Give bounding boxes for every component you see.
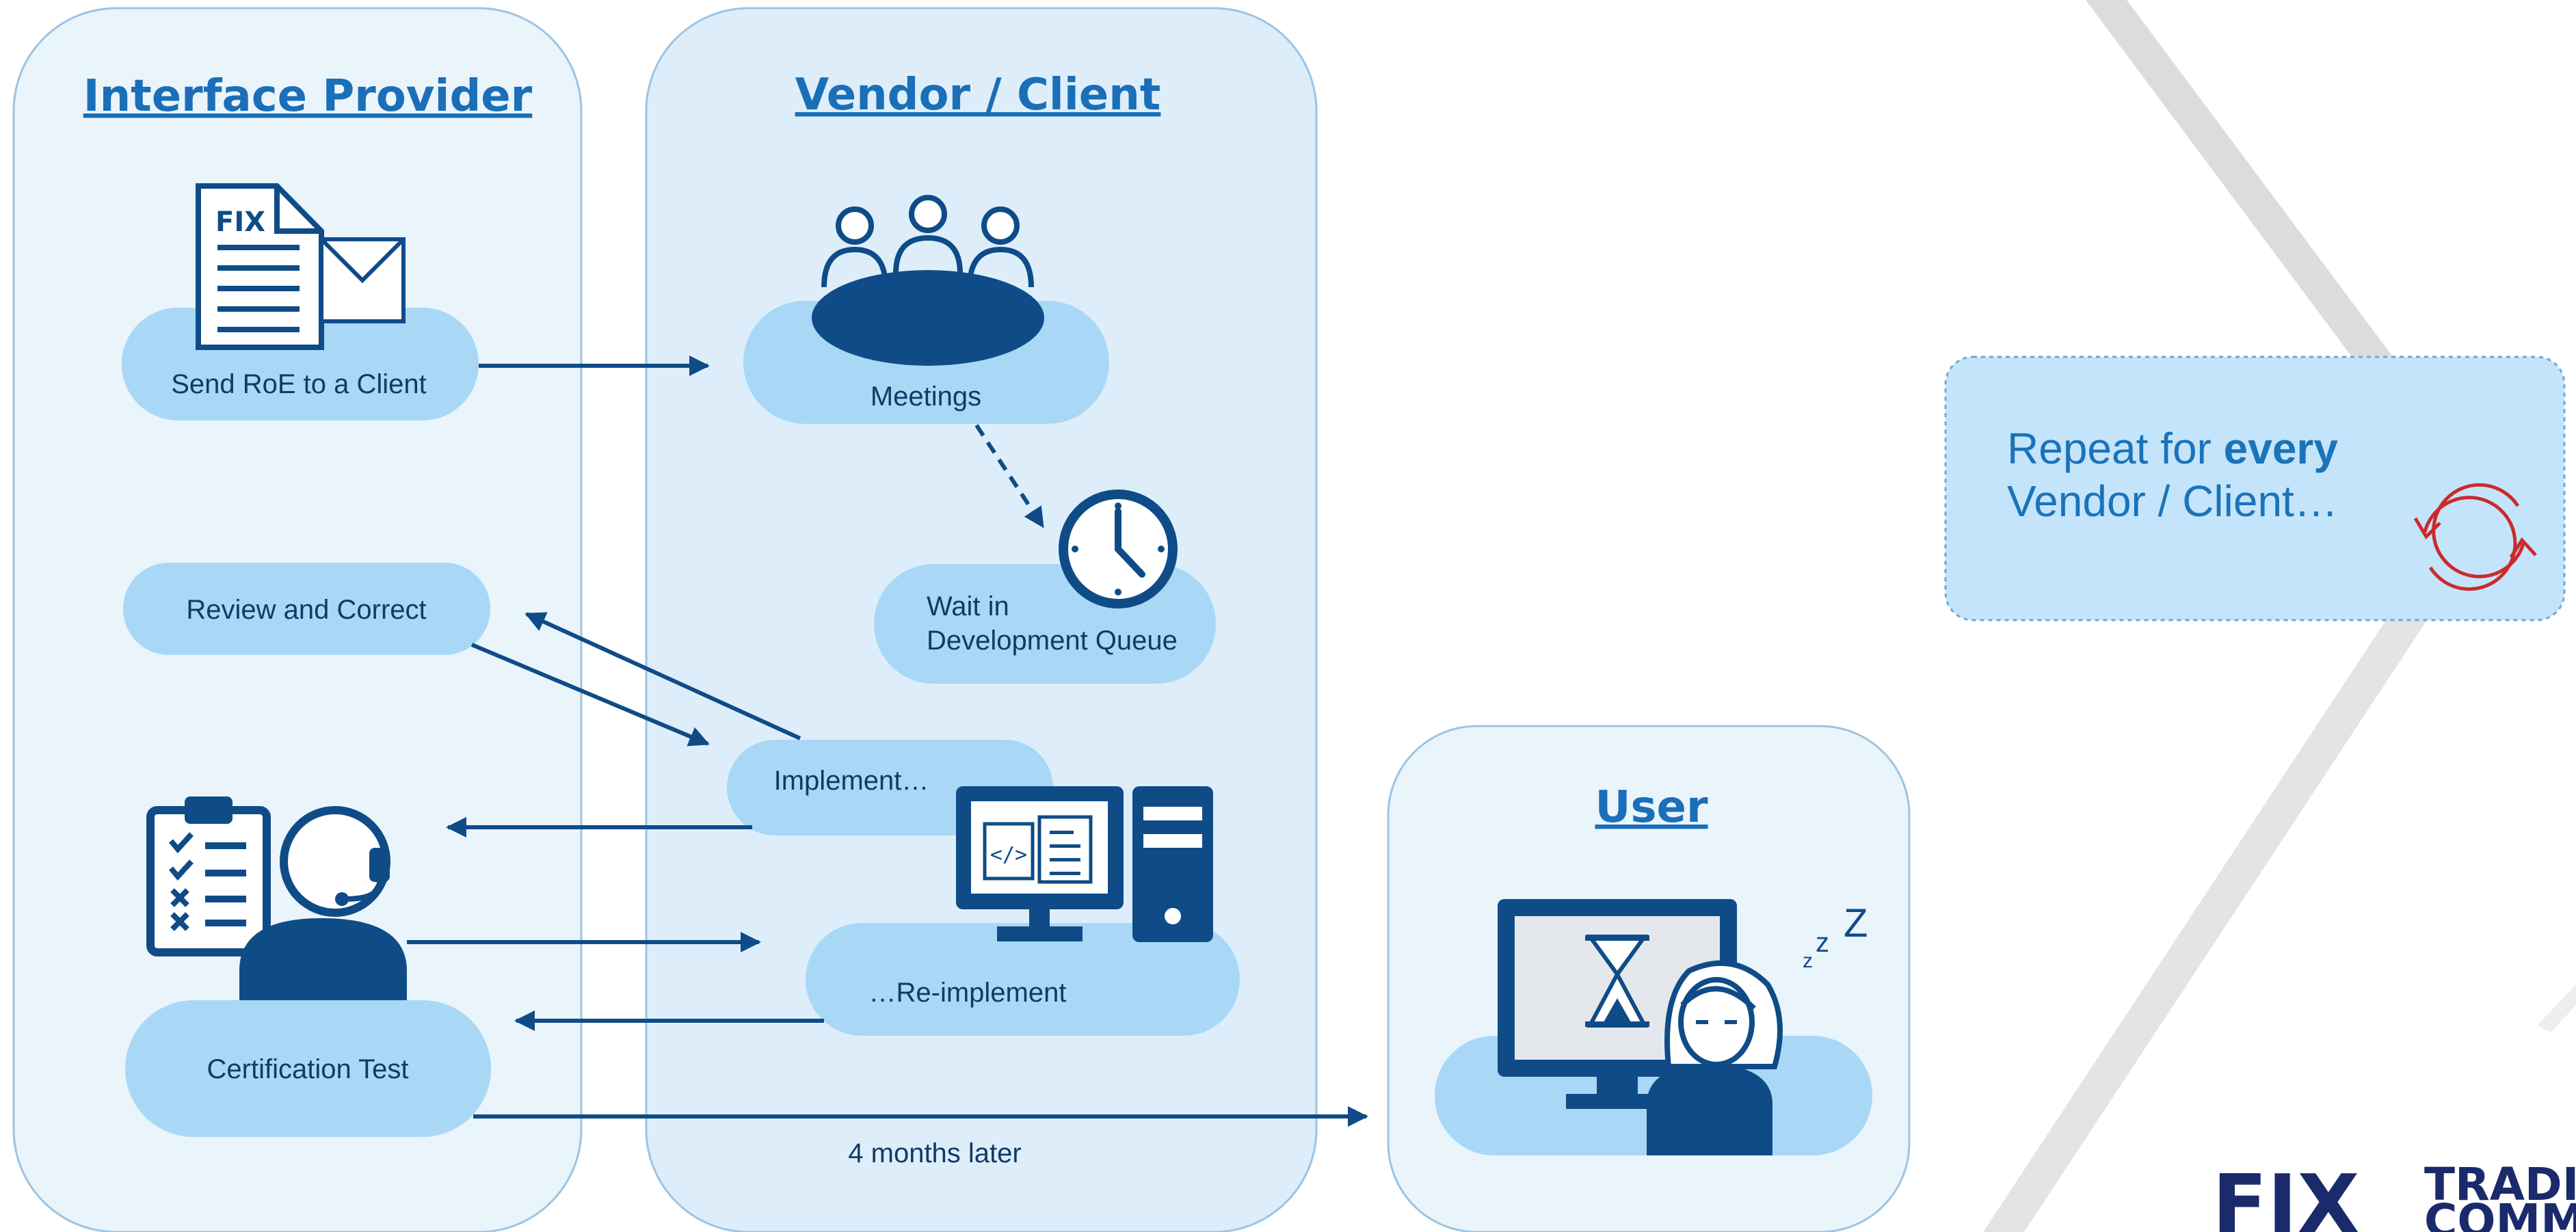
step-send-roe-label: Send RoE to a Client [171, 369, 427, 399]
step-reimplement [806, 923, 1240, 1036]
background-diagonal-bands [1983, 0, 2576, 1232]
svg-text:</>: </> [990, 843, 1027, 867]
checklist-headset-icon [146, 796, 407, 1000]
sleep-z-large: Z [1844, 901, 1868, 946]
lane-title-interface-provider: Interface Provider [83, 71, 533, 122]
repeat-note [1944, 356, 2566, 621]
fix-trading-community-logo: FIX TRADING COMMUNITY [2212, 1157, 2576, 1232]
refresh-icon [2413, 483, 2537, 591]
sleep-z-small: z [1803, 950, 1813, 972]
logo-mark: FIX [2212, 1157, 2360, 1232]
step-certification-test [125, 1000, 491, 1137]
repeat-note-emphasis: every [2224, 424, 2339, 473]
sleeping-person-icon [1647, 960, 1783, 1155]
fix-badge: FIX [215, 206, 265, 238]
sleep-z-medium: z [1816, 928, 1829, 958]
step-certification-test-label: Certification Test [207, 1054, 409, 1084]
step-implement-label: Implement… [774, 766, 929, 796]
arrow-implement-to-review [525, 612, 801, 740]
step-review-correct [123, 563, 490, 655]
step-reimplement-label: …Re-implement [869, 978, 1067, 1008]
delay-label: 4 months later [848, 1138, 1021, 1168]
computer-code-icon: </> [956, 786, 1213, 942]
fix-document-icon: FIX [196, 183, 324, 350]
step-wait-queue-label-line1: Wait in [927, 591, 1009, 621]
step-meetings-label: Meetings [871, 381, 981, 412]
lane-title-user: User [1595, 782, 1708, 833]
repeat-note-line2: Vendor / Client… [2007, 477, 2338, 526]
envelope-icon [319, 237, 406, 323]
step-wait-queue-label-line2: Development Queue [927, 626, 1178, 656]
logo-line1: TRADING [2424, 1158, 2576, 1211]
arrow-review-to-implement [470, 643, 710, 747]
step-review-correct-label: Review and Correct [186, 595, 426, 625]
logo-line2: COMMUNITY [2424, 1194, 2576, 1232]
meeting-people-icon [812, 195, 1044, 366]
clock-icon [1059, 490, 1178, 608]
lane-title-vendor-client: Vendor / Client [795, 70, 1161, 120]
repeat-note-line1: Repeat for every [2007, 424, 2338, 473]
